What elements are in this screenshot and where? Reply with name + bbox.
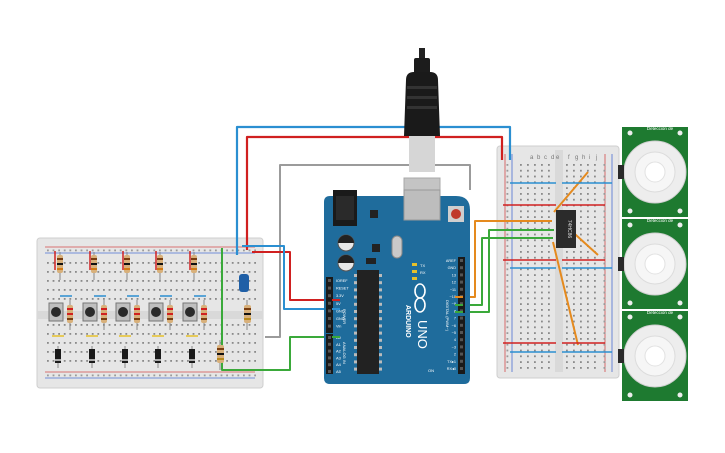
col-label-c: c [544, 155, 547, 161]
pir-sensor-3[interactable]: Detección de [618, 310, 688, 401]
wire-orange-pir1[interactable] [553, 171, 589, 213]
right-header-label: ~11 [450, 288, 456, 292]
left-breadboard-holes [47, 249, 256, 377]
right-header-label: 8 [454, 309, 456, 313]
right-header-label: 7 [454, 317, 456, 321]
pushbutton-2[interactable] [82, 302, 98, 322]
left-header-label: 3.3V [336, 294, 344, 298]
right-header-label: ~5 [452, 331, 456, 335]
analog-label: A2 [336, 349, 342, 354]
left-header-label: GND [336, 317, 345, 321]
right-header-label: ~10 [450, 295, 456, 299]
button-resistor-1[interactable] [67, 300, 73, 330]
header-wire-ends [332, 296, 463, 338]
resistor-bottom[interactable] [217, 340, 224, 370]
left-header-label: 5V [336, 302, 341, 306]
arduino-logo [414, 283, 426, 313]
right-header-label: 4 [454, 338, 456, 342]
right-header-label: ~9 [452, 302, 456, 306]
wire-green-8[interactable] [462, 229, 554, 313]
pir-sensor-1[interactable]: Detección de [618, 126, 688, 217]
left-header-label: GND [336, 309, 345, 313]
blue-capacitor[interactable] [239, 274, 249, 292]
power-label: POWER [342, 309, 347, 324]
right-header-label: GND [448, 266, 457, 270]
wire-gray-5v[interactable] [265, 164, 471, 338]
pir-label: Detección de [647, 126, 674, 131]
on-label: ON [428, 368, 434, 373]
digital-label: DIGITAL (PWM~) [445, 300, 450, 332]
pushbutton-3[interactable] [115, 302, 131, 322]
resistor-right[interactable] [244, 300, 251, 330]
pir-sensors[interactable]: Detección de Detección de Detección de [618, 126, 688, 401]
wire-red-top[interactable] [245, 135, 504, 250]
col-label-e: e [556, 155, 560, 161]
pushbutton-1[interactable] [48, 302, 64, 322]
button-resistor-2[interactable] [101, 300, 107, 330]
col-label-g: g [575, 155, 578, 161]
analog-label: A1 [336, 342, 342, 347]
analog-label: A5 [336, 369, 342, 374]
right-header-label: 2 [454, 353, 456, 357]
analog-label: A3 [336, 355, 342, 360]
right-header-label: RX◂0 [447, 367, 456, 371]
right-header-label: ~6 [452, 324, 456, 328]
arduino-brand: ARDUINO [404, 305, 411, 338]
arduino-uno[interactable]: TX RX ON ARDUINO UNO DIGITAL (PWM~) POWE… [324, 189, 470, 384]
wire-blue-top[interactable] [235, 125, 512, 255]
wire-blue-gnd[interactable] [242, 245, 332, 310]
red-jumpers [54, 251, 191, 270]
pir-sensor-2[interactable]: Detección de [618, 218, 688, 309]
wire-green-9[interactable] [462, 237, 553, 306]
right-jumpers [503, 182, 612, 353]
pir-label: Detección de [647, 310, 674, 315]
rx-label: RX [420, 270, 426, 275]
pushbutton-4[interactable] [148, 302, 164, 322]
left-header-label: RESET [336, 287, 349, 291]
button-resistor-3[interactable] [134, 300, 140, 330]
col-label-d: d [551, 155, 554, 161]
col-label-f: f [568, 155, 570, 161]
pushbutton-5[interactable] [182, 302, 198, 322]
left-components[interactable] [48, 251, 251, 370]
right-breadboard-col-labels: a b c d e f g h i j [530, 155, 597, 161]
left-header-labels: IOREF RESET 3.3V 5V GND GND Vin [328, 279, 349, 329]
ic-label: 74HC86 [566, 220, 572, 239]
ic-74hc86[interactable]: 74HC86 [556, 210, 576, 248]
right-header-label: 12 [452, 281, 456, 285]
bottom-diodes [55, 346, 195, 368]
right-header-labels: AREF GND 13 12 ~11 ~10 ~9 8 7 ~6 ~5 4 ~3 2TX▸1RX◂0 [446, 259, 463, 371]
col-label-i: i [589, 155, 590, 161]
button-resistor-5[interactable] [201, 300, 207, 330]
wires[interactable] [221, 125, 599, 371]
wire-orange-pir3[interactable] [552, 241, 579, 346]
col-label-h: h [582, 155, 585, 161]
col-label-a: a [530, 155, 534, 161]
left-header-label: Vin [336, 325, 341, 329]
pir-label: Detección de [647, 218, 674, 223]
button-resistor-4[interactable] [167, 300, 173, 330]
col-label-b: b [537, 155, 541, 161]
analog-label: A4 [336, 362, 342, 367]
right-header-label: AREF [446, 259, 457, 263]
tx-label: TX [420, 263, 425, 268]
right-header-label: TX▸1 [447, 360, 456, 364]
wire-red-5v[interactable] [252, 251, 332, 301]
arduino-model: UNO [415, 320, 430, 349]
atmega-chip-pins [354, 274, 382, 371]
col-label-j: j [595, 155, 597, 161]
pushbuttons[interactable] [48, 300, 207, 330]
right-header-label: 13 [452, 273, 456, 277]
left-header-label: IOREF [336, 279, 348, 283]
analog-in-label: ANALOG IN [342, 342, 347, 364]
top-resistors [57, 252, 197, 280]
right-header-label: ~3 [452, 345, 456, 349]
